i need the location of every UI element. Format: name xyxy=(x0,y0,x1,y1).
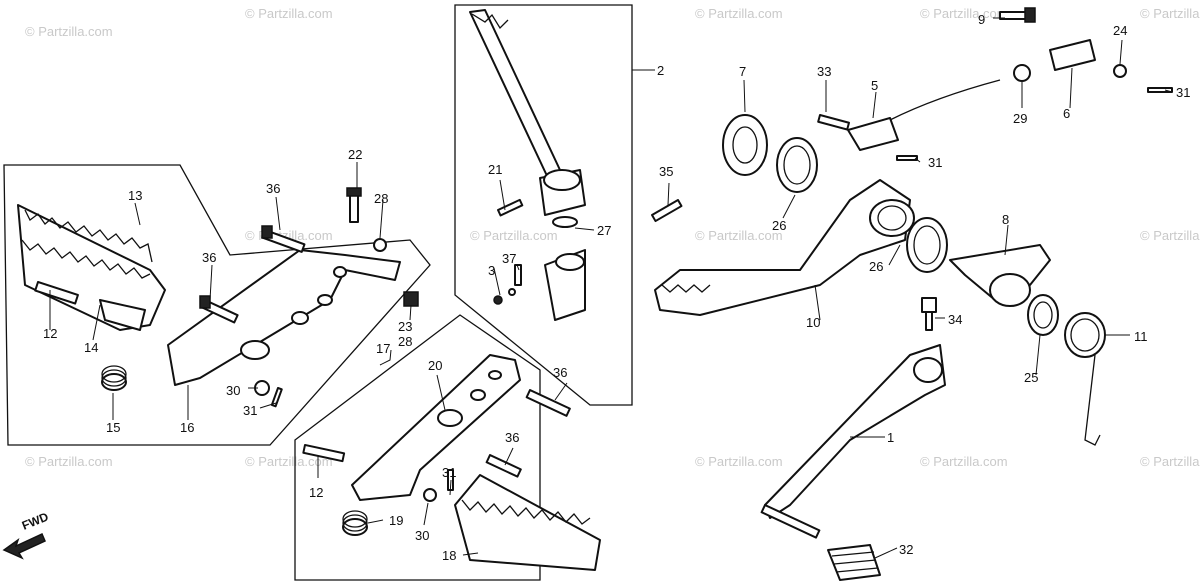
callout-36: 36 xyxy=(202,250,216,265)
callout-28: 28 xyxy=(398,334,412,349)
kick-starter-group-outline xyxy=(454,4,633,406)
watermark: © Partzilla.com xyxy=(1140,454,1200,469)
callout-22: 22 xyxy=(348,147,362,162)
watermark: © Partzilla.com xyxy=(245,454,333,469)
callout-35: 35 xyxy=(659,164,673,179)
callout-5: 5 xyxy=(871,78,878,93)
right-footrest-bracket xyxy=(351,354,521,501)
left-footrest-peg xyxy=(17,204,166,331)
callout-1: 1 xyxy=(887,430,894,445)
leader-lines xyxy=(49,17,1173,559)
watermark: © Partzilla.com xyxy=(695,454,783,469)
fwd-label: FWD xyxy=(20,509,51,532)
watermark: © Partzilla.com xyxy=(25,24,113,39)
right-return-spring xyxy=(342,510,368,536)
right-footrest-group-outline xyxy=(294,314,541,581)
watermark: © Partzilla.com xyxy=(245,6,333,21)
callout-24: 24 xyxy=(1113,23,1127,38)
left-bolts xyxy=(199,187,419,408)
callout-3: 3 xyxy=(488,263,495,278)
callout-30: 30 xyxy=(226,383,240,398)
callout-26: 26 xyxy=(772,218,786,233)
kick-starter-arm xyxy=(469,9,586,216)
watermark: © Partzilla.com xyxy=(1140,6,1200,21)
callout-37: 37 xyxy=(502,251,516,266)
callout-15: 15 xyxy=(106,420,120,435)
callout-9: 9 xyxy=(978,12,985,27)
callout-30: 30 xyxy=(415,528,429,543)
callout-28: 28 xyxy=(374,191,388,206)
seals-and-washers xyxy=(722,114,1059,336)
callout-16: 16 xyxy=(180,420,194,435)
callout-34: 34 xyxy=(948,312,962,327)
left-return-spring xyxy=(101,365,127,391)
callout-14: 14 xyxy=(84,340,98,355)
callout-18: 18 xyxy=(442,548,456,563)
callout-31: 31 xyxy=(1176,85,1190,100)
callout-36: 36 xyxy=(553,365,567,380)
callout-31: 31 xyxy=(928,155,942,170)
callout-27: 27 xyxy=(597,223,611,238)
watermark: © Partzilla.com xyxy=(920,6,1008,21)
callout-31: 31 xyxy=(442,465,456,480)
right-bolts xyxy=(302,388,571,502)
callout-11: 11 xyxy=(1134,329,1148,344)
fwd-arrow: FWD xyxy=(2,509,51,560)
watermark: © Partzilla.com xyxy=(920,454,1008,469)
left-footrest-bracket xyxy=(167,249,401,386)
watermark: © Partzilla.com xyxy=(695,6,783,21)
watermark: © Partzilla.com xyxy=(695,228,783,243)
callout-31: 31 xyxy=(243,403,257,418)
watermark: © Partzilla.com xyxy=(470,228,558,243)
callout-19: 19 xyxy=(389,513,403,528)
left-pivot-pin xyxy=(34,281,79,305)
callout-29: 29 xyxy=(1013,111,1027,126)
brake-return-spring xyxy=(1064,312,1106,446)
watermarks: © Partzilla.com © Partzilla.com © Partzi… xyxy=(25,6,1200,469)
callout-20: 20 xyxy=(428,358,442,373)
callout-32: 32 xyxy=(899,542,913,557)
brake-arm xyxy=(949,244,1051,307)
callout-36: 36 xyxy=(505,430,519,445)
left-footrest-group-outline xyxy=(3,164,431,446)
callout-25: 25 xyxy=(1024,370,1038,385)
callout-12: 12 xyxy=(43,326,57,341)
callout-23: 23 xyxy=(398,319,412,334)
callout-6: 6 xyxy=(1063,106,1070,121)
brake-pedal xyxy=(654,179,915,316)
callout-7: 7 xyxy=(739,64,746,79)
callout-10: 10 xyxy=(806,315,820,330)
callout-12: 12 xyxy=(309,485,323,500)
cable-and-adjuster xyxy=(651,7,1173,331)
callout-17: 17 xyxy=(376,341,390,356)
callout-2: 2 xyxy=(657,63,664,78)
callout-33: 33 xyxy=(817,64,831,79)
callout-21: 21 xyxy=(488,162,502,177)
watermark: © Partzilla.com xyxy=(25,454,113,469)
kick-lever xyxy=(760,344,946,581)
arrow-icon xyxy=(2,532,46,560)
watermark: © Partzilla.com xyxy=(1140,228,1200,243)
callouts: 13 12 14 15 16 36 36 22 28 23 28 30 31 2… xyxy=(43,12,1190,563)
kick-starter-shaft xyxy=(493,198,586,321)
callout-8: 8 xyxy=(1002,212,1009,227)
right-footrest-peg xyxy=(454,474,601,571)
callout-13: 13 xyxy=(128,188,142,203)
callout-26: 26 xyxy=(869,259,883,274)
callout-36: 36 xyxy=(266,181,280,196)
